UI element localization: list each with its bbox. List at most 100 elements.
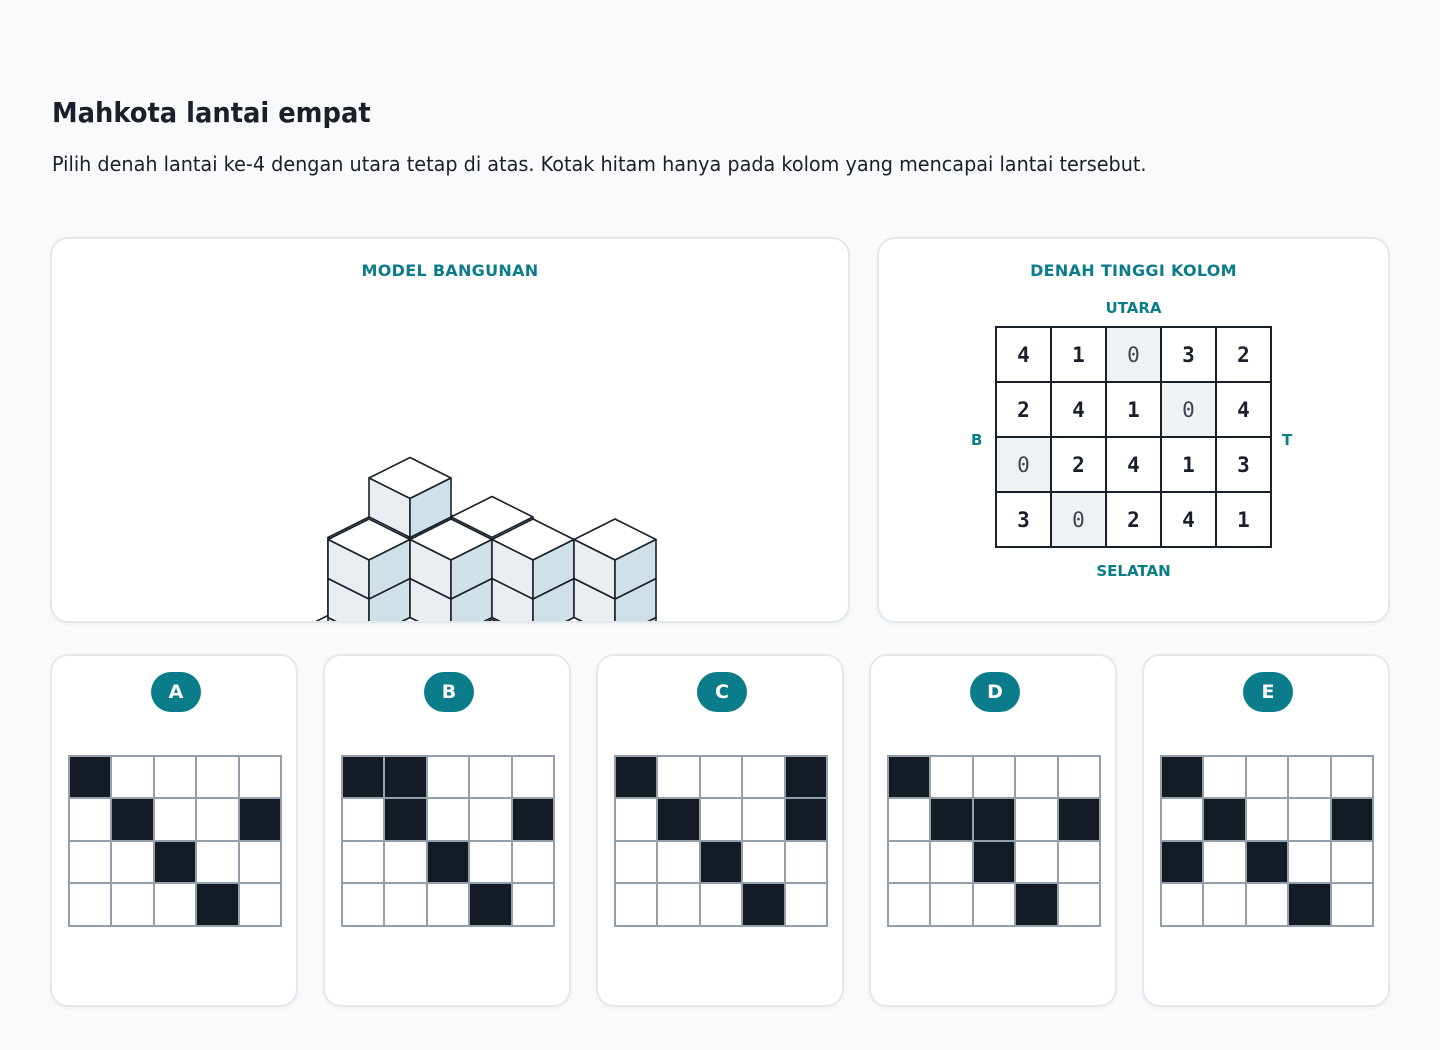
empty-cell: [1245, 756, 1289, 799]
north-label: UTARA: [1105, 299, 1162, 317]
filled-cell: [1330, 798, 1373, 841]
empty-cell: [657, 840, 700, 884]
height-cell: 0: [1050, 491, 1107, 548]
empty-cell: [238, 840, 281, 884]
option-card-e[interactable]: E: [1142, 654, 1390, 1007]
empty-cell: [1015, 840, 1058, 884]
option-label: E: [1243, 672, 1293, 712]
height-cell: 2: [1105, 491, 1162, 548]
page-title: Mahkota lantai empat: [52, 96, 371, 129]
option-card-c[interactable]: C: [596, 654, 844, 1007]
option-label: A: [151, 672, 201, 712]
height-cell: 2: [995, 381, 1052, 438]
filled-cell: [784, 798, 827, 841]
empty-cell: [111, 883, 154, 926]
height-cell: 4: [1105, 436, 1162, 493]
option-floor-plan: [887, 755, 1101, 927]
empty-cell: [888, 840, 931, 884]
empty-cell: [1330, 756, 1373, 799]
empty-cell: [657, 756, 700, 799]
empty-cell: [615, 883, 658, 926]
empty-cell: [511, 756, 554, 799]
empty-cell: [784, 883, 827, 926]
empty-cell: [469, 840, 512, 884]
filled-cell: [615, 756, 658, 799]
east-label: T: [1282, 431, 1293, 449]
height-cell: 0: [995, 436, 1052, 493]
option-card-b[interactable]: B: [323, 654, 571, 1007]
filled-cell: [238, 798, 281, 841]
empty-cell: [111, 756, 154, 799]
filled-cell: [196, 883, 239, 926]
empty-cell: [1057, 840, 1100, 884]
empty-cell: [196, 798, 239, 841]
empty-cell: [426, 883, 470, 926]
height-map-title: DENAH TINGGI KOLOM: [1030, 261, 1237, 280]
filled-cell: [384, 798, 427, 841]
filled-cell: [384, 756, 427, 799]
height-cell: 3: [995, 491, 1052, 548]
empty-cell: [1015, 756, 1058, 799]
cube-right-face: [614, 538, 657, 600]
empty-cell: [342, 883, 385, 926]
height-cell: 4: [995, 326, 1052, 383]
height-cell: 0: [1160, 381, 1217, 438]
empty-cell: [153, 756, 197, 799]
height-cell: 0: [1105, 326, 1162, 383]
empty-cell: [930, 840, 973, 884]
cube-top-face: [401, 616, 419, 621]
filled-cell: [1203, 798, 1246, 841]
height-cell: 1: [1215, 491, 1272, 548]
empty-cell: [1330, 883, 1373, 926]
empty-cell: [742, 840, 785, 884]
filled-cell: [469, 883, 512, 926]
empty-cell: [1288, 756, 1331, 799]
empty-cell: [930, 756, 973, 799]
height-cell: 4: [1160, 491, 1217, 548]
option-card-d[interactable]: D: [869, 654, 1117, 1007]
model-panel: MODEL BANGUNAN: [50, 237, 850, 623]
height-cell: 1: [1105, 381, 1162, 438]
filled-cell: [888, 756, 931, 799]
empty-cell: [784, 840, 827, 884]
empty-cell: [972, 883, 1016, 926]
empty-cell: [1057, 883, 1100, 926]
empty-cell: [1245, 798, 1289, 841]
empty-cell: [238, 756, 281, 799]
empty-cell: [426, 798, 470, 841]
model-panel-title: MODEL BANGUNAN: [361, 261, 539, 280]
empty-cell: [384, 840, 427, 884]
empty-cell: [111, 840, 154, 884]
filled-cell: [1288, 883, 1331, 926]
empty-cell: [153, 883, 197, 926]
south-label: SELATAN: [1096, 562, 1171, 580]
empty-cell: [742, 756, 785, 799]
empty-cell: [384, 883, 427, 926]
empty-cell: [972, 756, 1016, 799]
empty-cell: [615, 798, 658, 841]
empty-cell: [511, 840, 554, 884]
option-card-a[interactable]: A: [50, 654, 298, 1007]
filled-cell: [153, 840, 197, 884]
empty-cell: [342, 798, 385, 841]
filled-cell: [784, 756, 827, 799]
filled-cell: [342, 756, 385, 799]
option-floor-plan: [1160, 755, 1374, 927]
option-label: B: [424, 672, 474, 712]
empty-cell: [930, 883, 973, 926]
filled-cell: [699, 840, 743, 884]
empty-cell: [1161, 883, 1204, 926]
empty-cell: [888, 883, 931, 926]
filled-cell: [1015, 883, 1058, 926]
empty-cell: [1245, 883, 1289, 926]
filled-cell: [1161, 840, 1204, 884]
empty-cell: [1203, 883, 1246, 926]
empty-cell: [1330, 840, 1373, 884]
empty-cell: [69, 840, 112, 884]
empty-cell: [1057, 756, 1100, 799]
empty-cell: [342, 840, 385, 884]
